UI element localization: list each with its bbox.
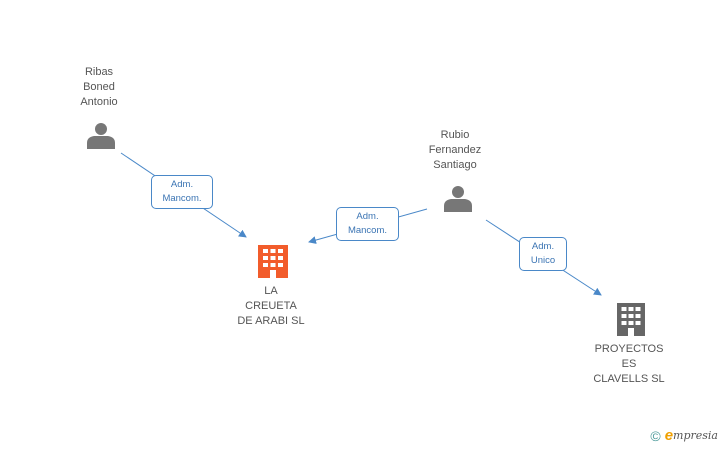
edge-label-line: Adm. [531,241,555,252]
edge-label-line: Adm. [170,179,194,190]
brand-logo-e: e [664,427,674,444]
label-line: ES [621,358,637,370]
label-line: LA [264,285,278,297]
building-icon[interactable] [258,245,288,278]
label-line: DE ARABI SL [237,315,305,327]
company-label-crueta[interactable]: LA CREUETA DE ARABI SL [216,284,326,329]
copyright-icon: © [650,427,661,444]
label-line: PROYECTOS [594,343,664,355]
label-line: Antonio [80,96,118,108]
label-line: Rubio [440,129,470,141]
edge-label-rubio-crueta: Adm. Mancom. [336,207,399,241]
person-icon[interactable] [444,186,472,212]
empresia-watermark: © e mpresia [650,427,718,444]
edge-label-line: Adm. [356,211,379,222]
company-label-proyectos[interactable]: PROYECTOS ES CLAVELLS SL [574,342,684,387]
label-line: CLAVELLS SL [593,373,665,385]
label-line: Santiago [433,159,477,171]
edge-label-ribas-crueta: Adm. Mancom. [151,175,213,209]
edge-label-line: Mancom. [162,193,202,204]
label-line: Boned [83,81,115,93]
edge-label-line: Unico [530,255,556,266]
label-line: Fernandez [428,144,482,156]
person-label-ribas[interactable]: Ribas Boned Antonio [44,65,154,110]
label-line: Ribas [84,66,114,78]
building-icon[interactable] [617,303,645,336]
label-line: CREUETA [245,300,297,312]
edge-label-line: Mancom. [347,225,388,236]
person-label-rubio[interactable]: Rubio Fernandez Santiago [400,128,510,173]
brand-logo-text: mpresia [673,429,718,442]
edge-label-rubio-proyectos: Adm. Unico [519,237,567,271]
person-icon[interactable] [87,123,115,149]
